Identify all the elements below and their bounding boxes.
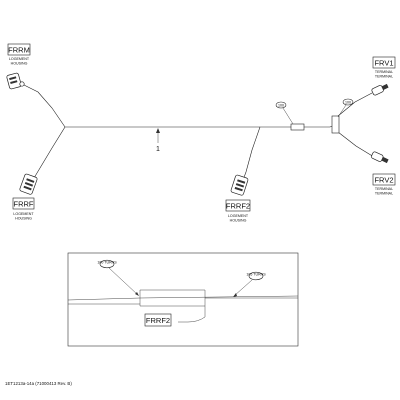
junction-block bbox=[331, 115, 340, 134]
frv1-sub2: TERMINAL bbox=[375, 75, 393, 79]
detail-tag-a-label: 100 TURNS bbox=[97, 261, 117, 265]
tag-callout-b: 100 bbox=[337, 98, 354, 118]
frrf-sub1: LOGEMENT bbox=[13, 212, 34, 216]
detail-tag-b-label: 105 TURNS bbox=[246, 273, 266, 277]
frrm-sub1: LOGEMENT bbox=[9, 57, 30, 61]
frv1-sub1: TERMINAL bbox=[375, 70, 393, 74]
frv2-sub1: TERMINAL bbox=[375, 187, 393, 191]
item-number: 1 bbox=[156, 146, 160, 153]
detail-frrf2-code: FRRF2 bbox=[146, 316, 170, 325]
frrf2-connector: FRRF2 LOGEMENT HOUSING bbox=[225, 174, 251, 223]
frrm-sub2: HOUSING bbox=[11, 62, 28, 66]
frv1-code: FRV1 bbox=[374, 59, 393, 68]
frrm-housing-icon bbox=[6, 72, 25, 90]
frrm-connector: FRRM LOGEMENT HOUSING bbox=[6, 43, 31, 90]
detail-tag-b: 105 TURNS bbox=[233, 271, 266, 297]
frv2-terminal-icon bbox=[371, 151, 389, 164]
frrf2-sub2: HOUSING bbox=[230, 219, 247, 223]
tag-callout-a: 100 bbox=[275, 101, 294, 125]
frv1-terminal-icon bbox=[371, 83, 389, 96]
frrf2-sub1: LOGEMENT bbox=[228, 214, 249, 218]
item-callout: 1 bbox=[156, 128, 160, 153]
frrf-housing-icon bbox=[19, 173, 38, 195]
frrf2-code: FRRF2 bbox=[226, 202, 250, 211]
tag-a-label: 100 bbox=[278, 103, 284, 107]
frrm-code: FRRM bbox=[8, 46, 30, 55]
frrf2-housing-icon bbox=[230, 174, 249, 196]
frv2-sub2: TERMINAL bbox=[375, 192, 393, 196]
frrf-code: FRRF bbox=[14, 200, 34, 209]
harness-wires bbox=[21, 83, 375, 181]
tag-b-label: 100 bbox=[345, 100, 351, 104]
detail-tag-a: 100 TURNS bbox=[97, 259, 139, 296]
frrf-sub2: HOUSING bbox=[15, 217, 32, 221]
frv2-connector: FRV2 TERMINAL TERMINAL bbox=[371, 151, 396, 196]
drawing-reference: 1ET1213a-14a (71000413 Rev. B) bbox=[5, 381, 72, 386]
splice-sleeve bbox=[290, 123, 305, 131]
frv2-code: FRV2 bbox=[374, 176, 393, 185]
detail-view: 100 TURNS 105 TURNS FRRF2 bbox=[67, 252, 299, 347]
frrf-connector: FRRF LOGEMENT HOUSING bbox=[12, 173, 38, 221]
frv1-connector: FRV1 TERMINAL TERMINAL bbox=[371, 56, 396, 96]
